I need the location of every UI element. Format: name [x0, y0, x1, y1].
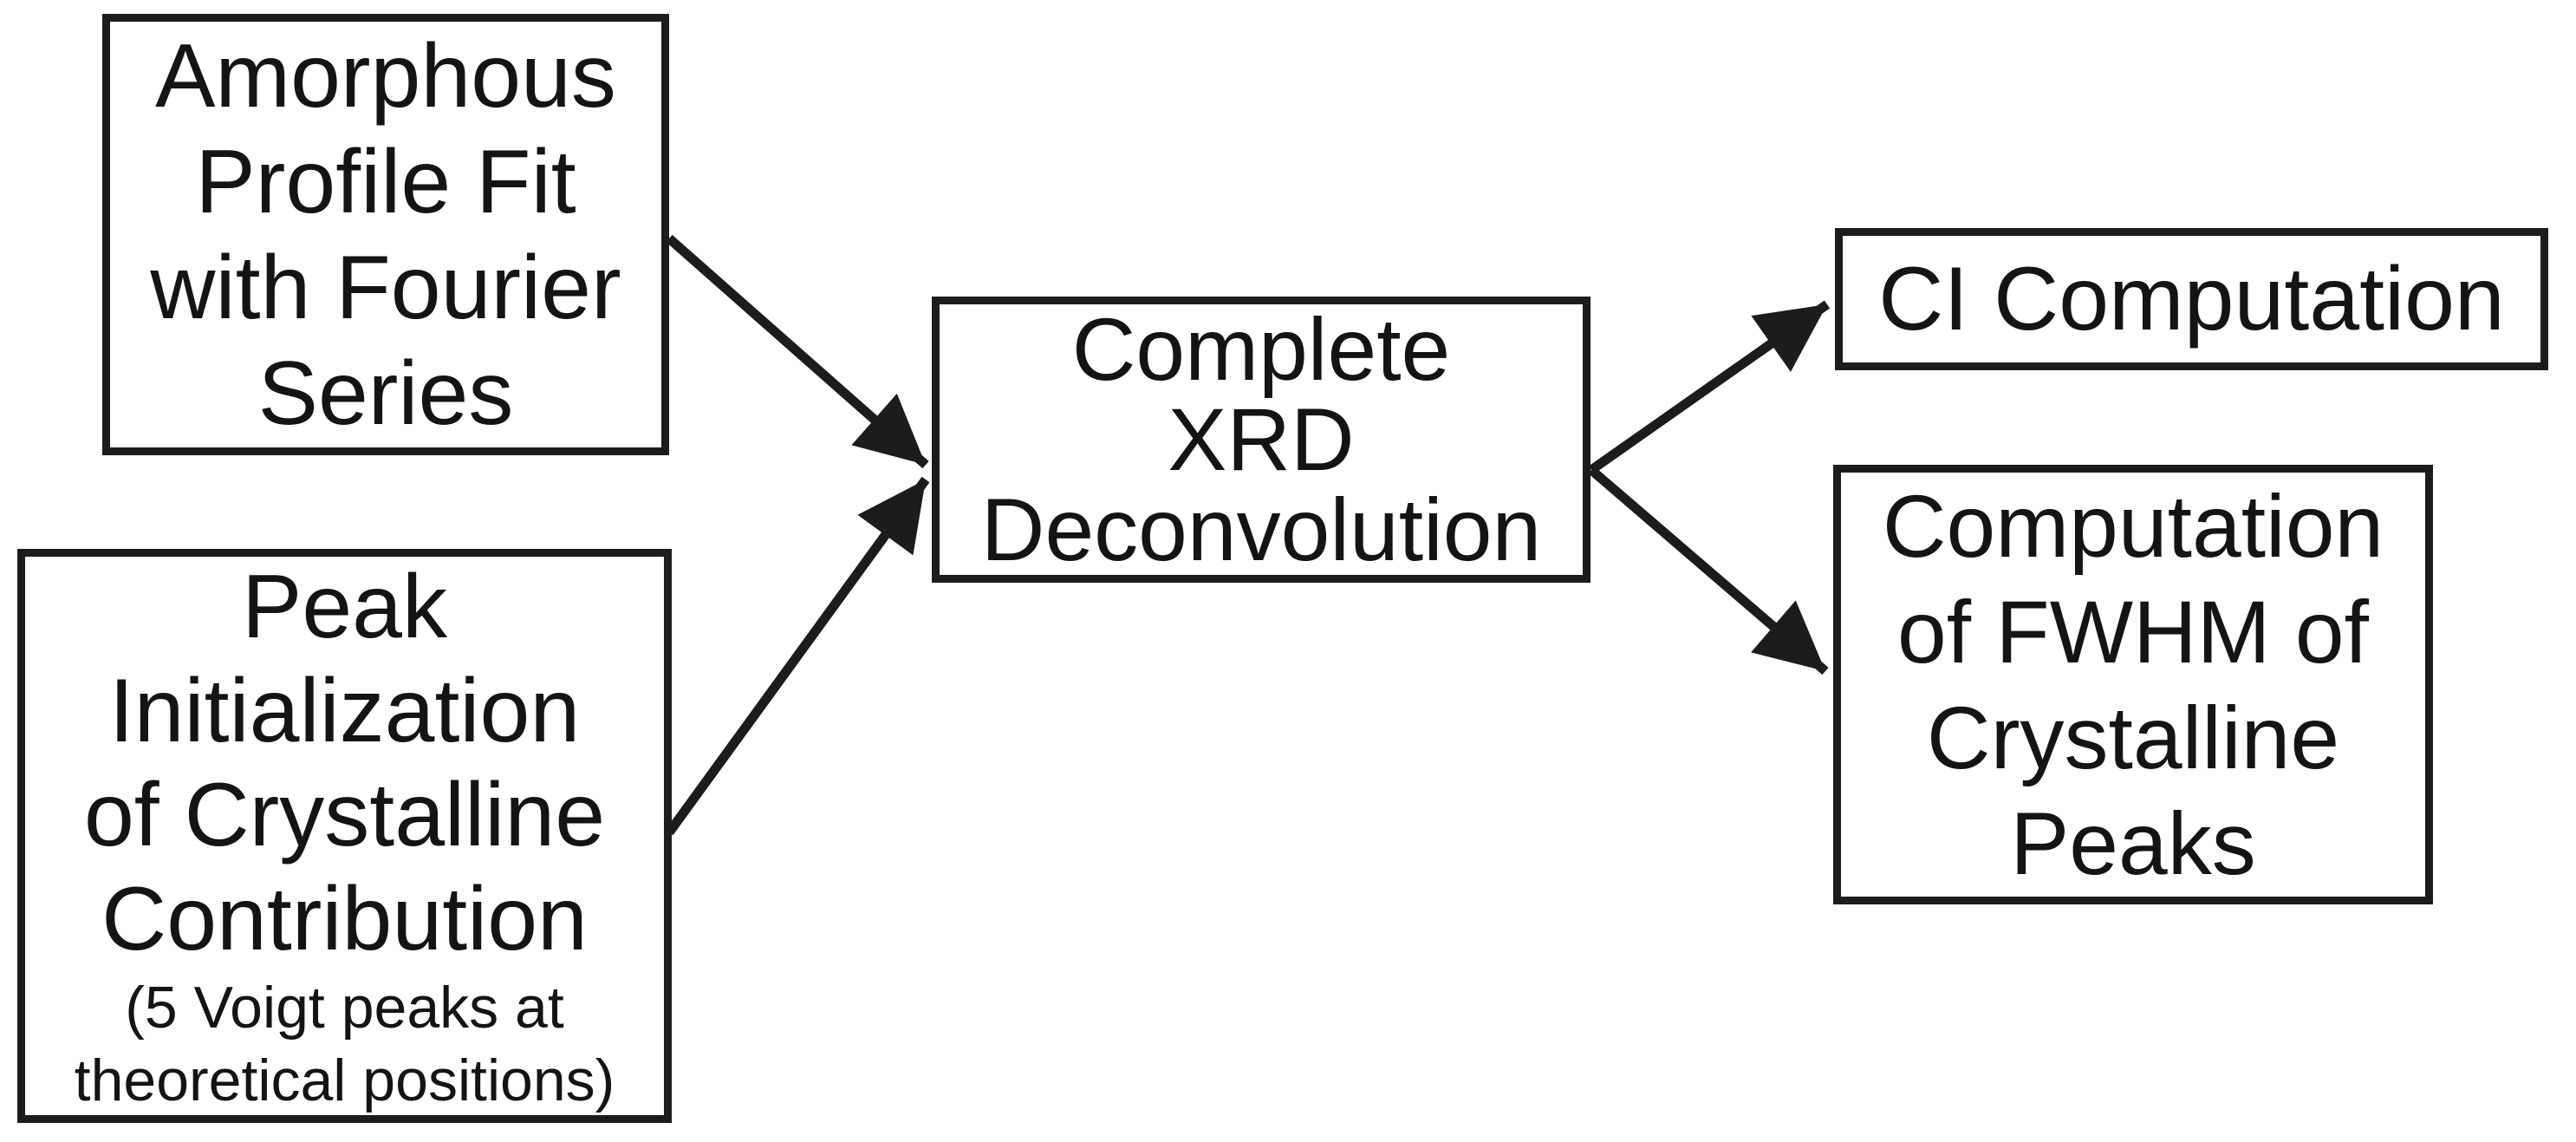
node-complete-xrd-deconvolution-label: Complete XRD Deconvolution [980, 300, 1542, 579]
node-fwhm-computation-label: Computation of FWHM of Crystalline Peaks [1882, 476, 2384, 893]
node-peak-initialization-label: Peak Initialization of Crystalline Contr… [83, 557, 606, 969]
arrow-amorphous-to-deconvolution [666, 234, 929, 469]
arrow-peak-init-to-deconvolution [665, 476, 930, 836]
arrow-deconvolution-to-ci [1588, 300, 1831, 474]
node-ci-computation: CI Computation [1835, 228, 2548, 370]
arrow-deconvolution-to-fwhm [1588, 466, 1829, 675]
node-ci-computation-label: CI Computation [1878, 249, 2505, 349]
node-amorphous-profile-fit-label: Amorphous Profile Fit with Fourier Serie… [150, 25, 621, 444]
node-peak-initialization-note: (5 Voigt peaks at theoretical positions) [74, 975, 615, 1113]
node-amorphous-profile-fit: Amorphous Profile Fit with Fourier Serie… [102, 14, 669, 455]
node-fwhm-computation: Computation of FWHM of Crystalline Peaks [1833, 465, 2433, 904]
node-peak-initialization: Peak Initialization of Crystalline Contr… [17, 549, 672, 1123]
node-complete-xrd-deconvolution: Complete XRD Deconvolution [932, 297, 1590, 583]
